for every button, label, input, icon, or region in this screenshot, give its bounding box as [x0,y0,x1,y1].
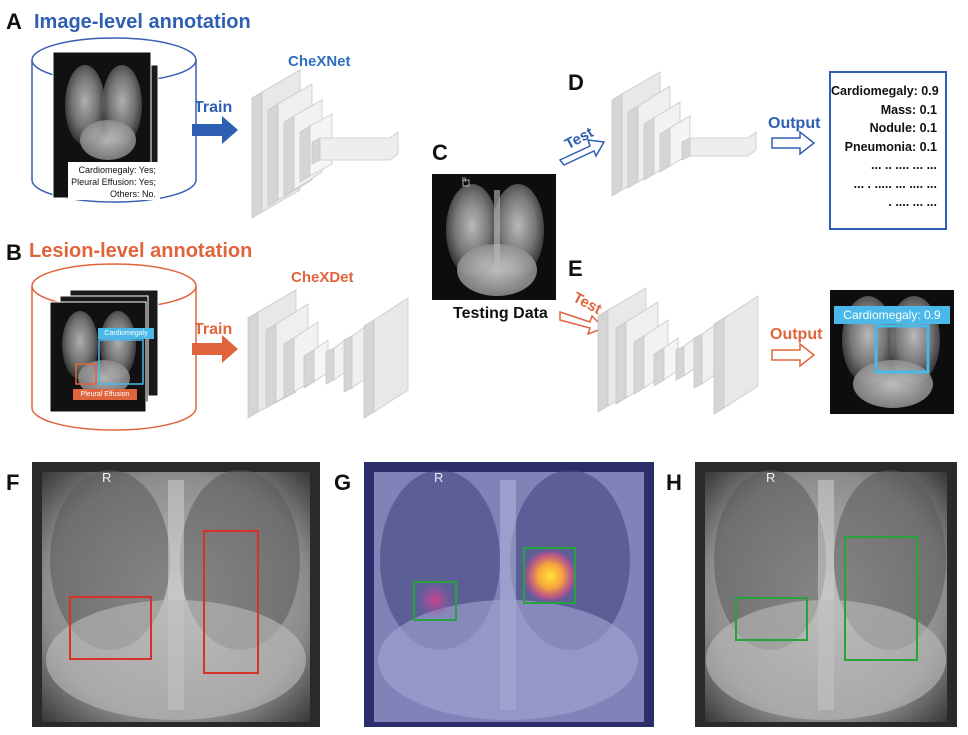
image-level-dataset-cylinder [31,37,197,203]
train-label-b: Train [194,321,233,338]
output-label-e: Output [770,326,823,343]
panel-letter-e: E [568,256,583,281]
output-arrow-e [771,342,816,368]
train-arrow-a [192,116,238,144]
xray-panel-f [32,462,320,727]
panel-letter-h: H [666,470,682,495]
cardiomegaly-box-label: Cardiomegaly [104,330,148,337]
test-arrow-d [558,139,606,166]
output-label-d: Output [768,115,821,132]
output-line-3: Nodule: 0.1 [869,121,937,135]
panel-letter-f: F [6,470,20,495]
image-level-caption: Cardiomegaly: Yes; Pleural Effusion: Yes… [70,164,156,200]
xray-g-marker: R [434,470,444,485]
chexnet-label: CheXNet [288,53,351,70]
testing-xray-marker: R [462,178,467,184]
panel-letter-c: C [432,140,448,165]
classification-output-box: Cardiomegaly: 0.9 Mass: 0.1 Nodule: 0.1 … [829,71,947,230]
train-label-a: Train [194,99,233,116]
output-line-4: Pneumonia: 0.1 [844,139,937,154]
train-arrow-b [192,335,238,363]
pleural-effusion-box-label: Pleural Effusion [80,391,130,398]
classification-network-blocks [611,71,757,197]
output-line-5: ... .. .... ... ... [871,158,937,172]
output-line-6: ... . ..... ... .... ... [853,176,937,191]
xray-panel-g [364,462,654,727]
test-arrow-e [559,310,606,336]
detection-network-blocks [597,287,759,415]
chexdet-label: CheXDet [291,269,354,286]
panel-a-title: Image-level annotation [34,11,251,33]
panel-letter-a: A [6,9,22,34]
chexdet-network-blocks [247,289,409,419]
detection-label: Cardiomegaly: 0.9 [843,308,941,322]
testing-data-xray [432,174,556,300]
output-line-1: Cardiomegaly: 0.9 [831,84,939,98]
xray-h-marker: R [766,470,776,485]
testing-data-caption: Testing Data [453,305,548,322]
panel-letter-d: D [568,70,584,95]
chexnet-network-blocks [251,69,399,219]
output-line-2: Mass: 0.1 [880,102,937,117]
panel-letter-b: B [6,240,22,265]
output-arrow-d [771,130,816,156]
panel-letter-g: G [334,470,352,495]
panel-b-title: Lesion-level annotation [29,240,253,262]
output-line-7: . .... ... ... [888,195,937,209]
xray-panel-h [695,462,957,727]
caption-line-2: Pleural Effusion: Yes; [71,177,156,187]
caption-line-3: Others: No. [109,189,156,199]
xray-f-marker: R [102,470,112,485]
lesion-level-dataset-cylinder [31,263,197,431]
peek-letter: F [56,157,62,167]
caption-line-1: Cardiomegaly: Yes; [78,165,156,175]
detection-output-xray [830,290,954,414]
